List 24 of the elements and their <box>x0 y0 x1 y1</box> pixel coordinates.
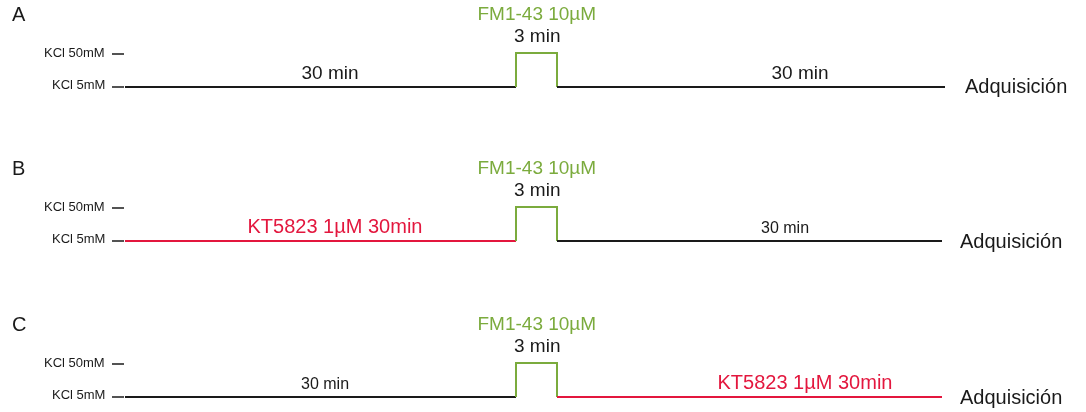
acquisition-label: Adquisición <box>960 387 1063 407</box>
stimulus-label: FM1-43 10µM <box>477 314 597 333</box>
axis-label: KCl 50mM <box>44 200 105 213</box>
panel-letter: C <box>12 314 27 334</box>
stimulus-label: FM1-43 10µM <box>477 158 597 177</box>
treatment-label: KT5823 1µM 30min <box>717 372 893 392</box>
duration-label: 30 min <box>771 63 829 82</box>
axis-label: KCl 50mM <box>44 46 105 59</box>
acquisition-label: Adquisición <box>960 231 1063 251</box>
duration-label: 3 min <box>514 26 561 45</box>
treatment-label: KT5823 1µM 30min <box>247 216 423 236</box>
axis-label: KCl 5mM <box>52 388 106 401</box>
panel-letter: A <box>12 4 26 24</box>
duration-label: 30 min <box>301 376 350 392</box>
stimulus-label: FM1-43 10µM <box>477 4 597 23</box>
axis-label: KCl 5mM <box>52 232 106 245</box>
duration-label: 30 min <box>761 220 810 236</box>
duration-label: 3 min <box>514 336 561 355</box>
axis-label: KCl 50mM <box>44 356 105 369</box>
axis-label: KCl 5mM <box>52 78 106 91</box>
duration-label: 3 min <box>514 180 561 199</box>
acquisition-label: Adquisición <box>965 76 1068 96</box>
panel-letter: B <box>12 158 26 178</box>
duration-label: 30 min <box>301 63 359 82</box>
